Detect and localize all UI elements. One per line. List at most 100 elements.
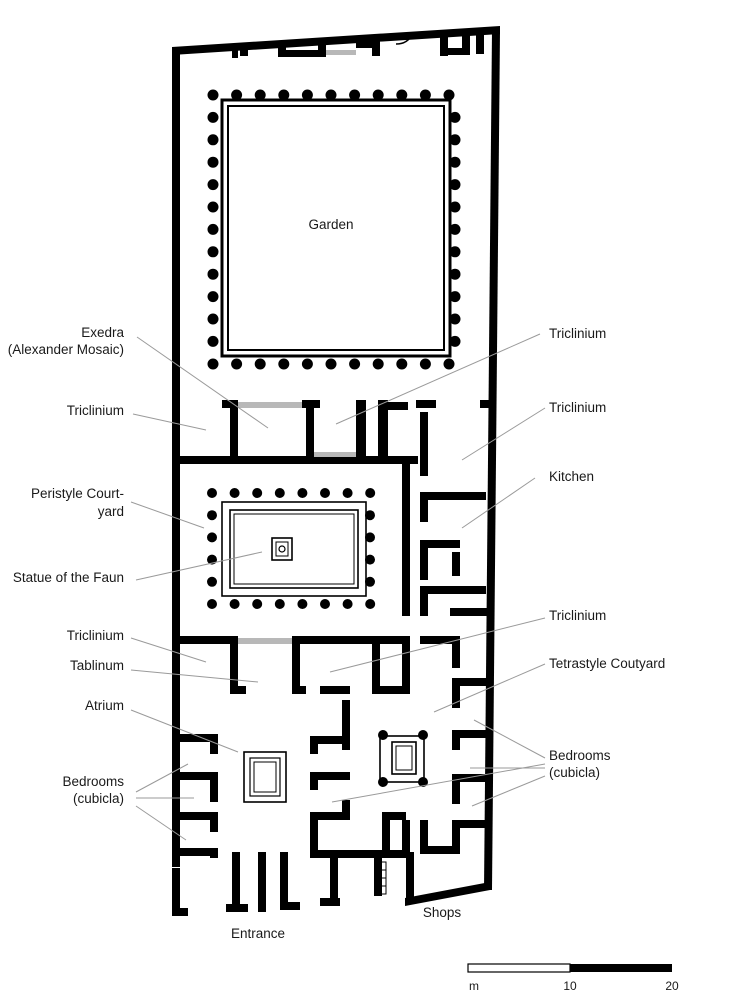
label-bedrooms-left: Bedrooms [62,774,124,789]
garden-column [449,246,461,258]
garden-column [349,89,361,101]
garden-column [207,201,219,213]
garden-column [449,223,461,235]
garden-column [207,156,219,168]
garden-column [419,358,431,370]
peristyle-column [320,488,330,498]
label-triclinium-left-upper: Triclinium [67,403,124,418]
garden-column [396,89,408,101]
peristyle-column [297,599,308,609]
garden-column [449,179,461,191]
garden-column [443,358,455,370]
garden-column [301,89,313,101]
label-bedrooms-right-sub: (cubicla) [549,765,600,780]
garden-column [449,134,461,146]
garden-column [207,179,219,191]
garden-column [301,358,313,370]
label-garden: Garden [308,217,353,232]
peristyle-column [365,510,375,521]
garden-column [231,358,243,370]
garden-column [207,246,219,258]
peristyle-column [365,488,376,498]
peristyle-column [229,599,240,609]
garden-column [449,335,461,347]
garden-column [396,358,408,370]
labels: Exedra (Alexander Mosaic) Triclinium Per… [8,325,666,941]
garden-column [231,89,243,101]
peristyle-column [320,599,330,609]
label-entrance: Entrance [231,926,285,941]
peristyle-column [342,488,353,498]
peristyle-column [365,554,375,565]
garden-column [349,358,361,370]
garden-column [207,111,219,123]
garden-column [278,358,290,370]
garden-column [207,358,219,370]
peristyle-column [342,599,353,609]
garden-peristyle [207,89,461,370]
garden-column [372,358,384,370]
label-triclinium-right-3: Triclinium [549,608,606,623]
peristyle-column [207,510,217,521]
label-bedrooms-left-sub: (cubicla) [73,791,124,806]
label-tetrastyle: Tetrastyle Coutyard [549,656,665,671]
label-exedra: Exedra [81,325,124,340]
garden-column [449,268,461,280]
label-atrium: Atrium [85,698,124,713]
garden-column [254,89,266,101]
garden-column [325,358,337,370]
scale-tick-10: 10 [563,979,577,993]
peristyle-column [207,599,217,609]
label-triclinium-right-2: Triclinium [549,400,606,415]
label-kitchen: Kitchen [549,469,594,484]
peristyle-column [252,599,263,609]
atrium-impluvium [243,751,287,803]
label-exedra-sub: (Alexander Mosaic) [8,342,124,357]
scale-tick-20: 20 [665,979,679,993]
peristyle-column [365,599,376,609]
leader-lines [130,333,546,841]
north-rooms [232,30,484,58]
peristyle-column [207,488,217,498]
peristyle-column [207,576,217,587]
middle-cross-walls [178,400,490,616]
stairs-icon [375,861,387,895]
garden-column [207,313,219,325]
garden-column [207,335,219,347]
outer-walls [172,26,500,906]
garden-column [207,134,219,146]
garden-column [207,291,219,303]
scale-unit: m [469,979,479,993]
garden-column [449,291,461,303]
garden-column [325,89,337,101]
garden-column [443,89,455,101]
peristyle-column [297,488,308,498]
garden-column [419,89,431,101]
garden-column [278,89,290,101]
garden-column [449,313,461,325]
tablinum-atrium-walls [178,636,410,754]
scale-bar: m 10 20 [467,963,679,993]
label-shops: Shops [423,905,462,920]
garden-column [372,89,384,101]
label-statue: Statue of the Faun [13,570,124,585]
label-bedrooms-right: Bedrooms [549,748,611,763]
front-shops [172,852,414,916]
left-bedrooms [178,734,218,858]
garden-column [449,201,461,213]
garden-column [449,156,461,168]
peristyle-column [365,576,375,587]
tetrastyle-courtyard [378,730,428,787]
garden-column [449,111,461,123]
centre-bedrooms [310,772,410,858]
peristyle-column [274,599,285,609]
label-peristyle: Peristyle Court- [31,486,124,501]
label-triclinium-right-1: Triclinium [549,326,606,341]
label-tablinum: Tablinum [70,658,124,673]
garden-column [207,268,219,280]
label-peristyle-sub: yard [98,504,124,519]
garden-column [254,358,266,370]
right-service-rooms [420,492,488,854]
label-triclinium-left-lower: Triclinium [67,628,124,643]
